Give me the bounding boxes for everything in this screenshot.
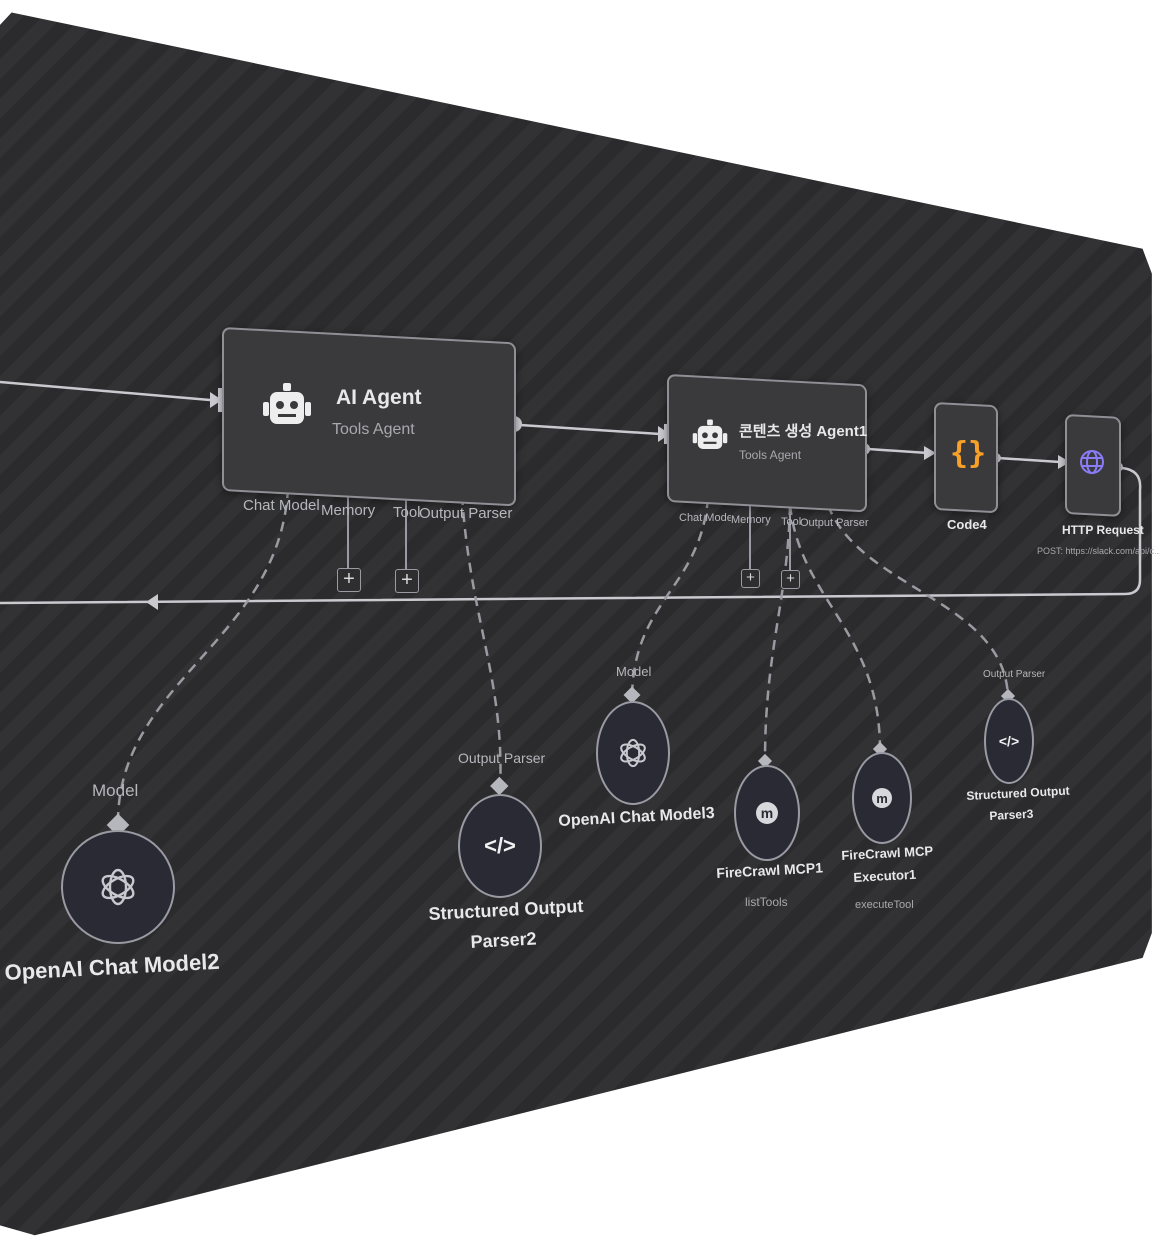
ai-agent-port-output-parser: Output Parser: [419, 505, 513, 522]
port-diamond: [757, 753, 773, 769]
firecrawl-mcp1-node[interactable]: m: [734, 765, 800, 861]
wire-ai-agent-to-content-agent: [519, 423, 661, 436]
openai-model3-port-label: Model: [616, 664, 652, 679]
code-tag-icon: </>: [484, 833, 516, 858]
ai-agent-port-chat-model: Chat Model: [243, 497, 320, 514]
firecrawl-mcp1-subtitle: listTools: [745, 895, 788, 909]
wire-chat-model-to-openai2: [116, 487, 290, 821]
wire-tool2-to-mcp-exec: [788, 504, 882, 751]
arrow-ai-agent-in: [210, 392, 222, 408]
openai-model2-port-label: Model: [92, 781, 139, 800]
wire-parser-to-structured2: [460, 494, 502, 791]
content-agent-port-memory: Memory: [731, 514, 771, 526]
arrow-code4-in: [924, 446, 936, 460]
wire-tool2-to-mcp1: [763, 504, 792, 761]
port-diamond: [490, 776, 509, 796]
http-request-subtitle: POST: https://slack.com/api/c...: [1037, 546, 1160, 556]
content-agent-port-chat-model: Chat Model: [679, 512, 731, 524]
code4-title: Code4: [947, 517, 987, 532]
arrow-http-in: [1058, 455, 1070, 469]
wire-code4-to-http: [997, 456, 1061, 464]
ai-agent-add-memory-button[interactable]: +: [337, 568, 361, 592]
content-agent-add-memory-button[interactable]: +: [741, 569, 760, 588]
robot-icon: [692, 418, 728, 459]
firecrawl-icon: m: [756, 802, 778, 824]
structured-parser3-title-line2: Parser3: [989, 806, 1034, 823]
structured-parser2-port-label: Output Parser: [458, 750, 546, 766]
ai-agent-add-tool-button[interactable]: +: [395, 569, 419, 593]
content-agent-add-tool-button[interactable]: +: [781, 570, 800, 589]
wire-input-to-ai-agent: [0, 380, 211, 402]
wire-chat-model2-to-openai3: [630, 497, 710, 701]
code-tag-icon: </>: [998, 733, 1020, 749]
wire-parser2-to-structured3: [826, 504, 1010, 701]
structured-parser3-port-label: Output Parser: [983, 669, 1046, 680]
content-agent-port-output-parser: Output Parser: [800, 517, 869, 529]
globe-icon: [1078, 448, 1106, 481]
structured-parser2-node[interactable]: </>: [458, 794, 542, 898]
wire-http-loop-back: [0, 466, 1142, 605]
openai-model2-node[interactable]: [61, 830, 175, 944]
ai-agent-port-memory: Memory: [321, 502, 376, 519]
openai-icon: [616, 736, 650, 770]
content-agent-port-tool: Tool: [781, 516, 802, 528]
content-agent-title: 콘텐츠 생성 Agent1: [739, 423, 868, 440]
structured-parser2-title-line2: Parser2: [470, 928, 538, 952]
braces-icon: {}: [950, 436, 987, 471]
arrow-loop-back: [146, 594, 158, 610]
structured-parser3-node[interactable]: </>: [984, 698, 1034, 784]
firecrawl-exec1-subtitle: executeTool: [855, 899, 914, 911]
firecrawl-exec1-node[interactable]: m: [852, 752, 912, 844]
port-diamond: [623, 686, 641, 704]
http-request-title: HTTP Request: [1062, 523, 1144, 537]
wire-content-agent-to-code4: [867, 447, 929, 455]
robot-icon: [262, 382, 312, 435]
content-agent-subtitle: Tools Agent: [739, 448, 802, 462]
openai-model3-node[interactable]: [596, 701, 670, 805]
ai-agent-subtitle: Tools Agent: [332, 421, 415, 438]
ai-agent-port-tool: Tool: [393, 504, 421, 521]
ai-agent-title: AI Agent: [336, 386, 422, 409]
firecrawl-icon: m: [872, 788, 892, 808]
openai-icon: [96, 865, 140, 909]
